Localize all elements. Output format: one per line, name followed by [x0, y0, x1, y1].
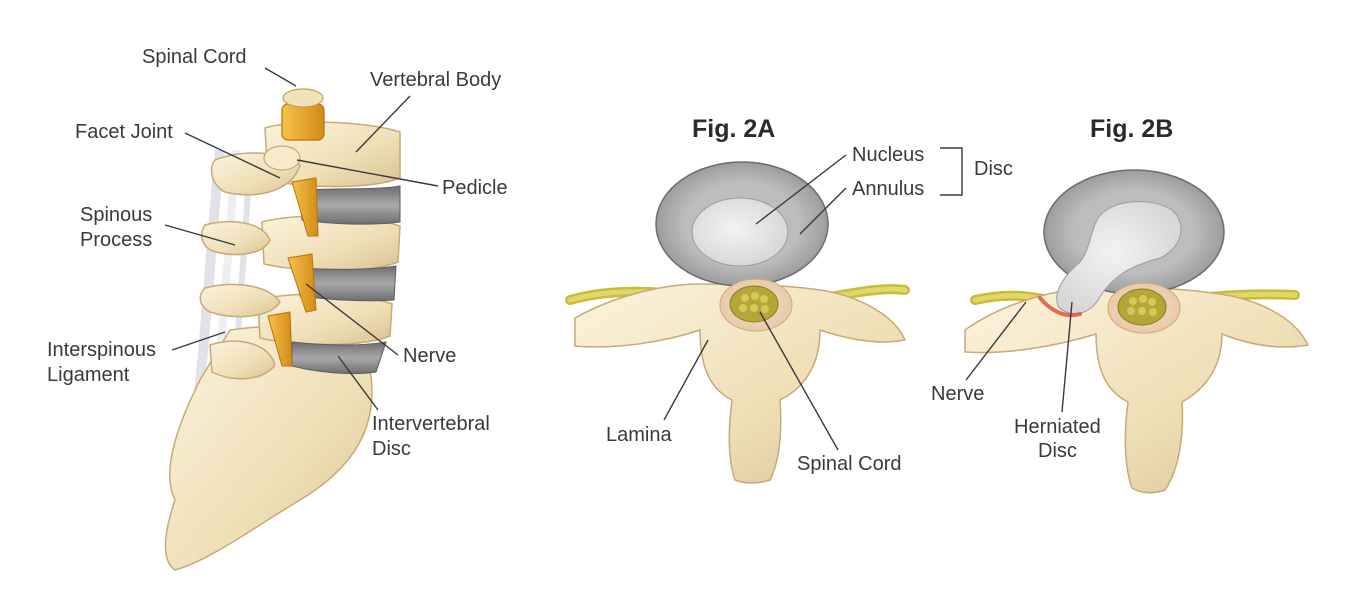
leader-nerve-2b [965, 301, 1027, 381]
label-lamina: Lamina [606, 424, 672, 446]
label-spinal-cord-2a: Spinal Cord [797, 453, 902, 475]
label-pedicle: Pedicle [442, 177, 508, 199]
leader-intervertebral-disc [337, 355, 379, 411]
leader-nucleus [755, 154, 847, 225]
posterior-elements [199, 152, 301, 380]
disc-bracket [940, 147, 963, 196]
label-herniated-disc-line1: Herniated [1014, 416, 1101, 438]
leader-interspinous-ligament [171, 331, 226, 351]
fig-2b-illustration [964, 169, 1310, 494]
fig-2b-herniation-irritation [1038, 296, 1082, 318]
label-nerve: Nerve [403, 345, 456, 367]
leader-lamina [663, 339, 709, 421]
fig-2a-nucleus [691, 197, 789, 267]
fig-2a-labels: Fig. 2A Nucleus Annulus Disc Lamina Spin… [606, 115, 1013, 475]
label-disc: Disc [974, 158, 1013, 180]
label-annulus: Annulus [852, 178, 924, 200]
label-nerve-2b: Nerve [931, 383, 984, 405]
label-interspinous-ligament-line2: Ligament [47, 364, 130, 386]
nerve-roots [267, 177, 319, 367]
leader-facet-joint [184, 132, 281, 179]
label-spinal-cord: Spinal Cord [142, 46, 247, 68]
leader-spinal-cord-2a [759, 311, 839, 451]
leader-spinous-process [164, 224, 236, 246]
label-spinous-process-line1: Spinous [80, 204, 152, 226]
label-herniated-disc-line2: Disc [1038, 440, 1077, 462]
leader-nerve [305, 283, 399, 356]
fig-2a-illustration [565, 161, 910, 484]
label-spinous-process-line2: Process [80, 229, 152, 251]
label-facet-joint: Facet Joint [75, 121, 173, 143]
label-nucleus: Nucleus [852, 144, 924, 166]
fig-2b-labels: Fig. 2B Nerve Herniated Disc [931, 115, 1173, 462]
left-diagram-labels: Spinal Cord Vertebral Body Facet Joint P… [47, 46, 508, 460]
lumbar-spine-illustration [164, 88, 401, 571]
label-intervertebral-disc-line1: Intervertebral [372, 413, 490, 435]
label-vertebral-body: Vertebral Body [370, 69, 501, 91]
fig-2b-title: Fig. 2B [1090, 115, 1173, 143]
label-intervertebral-disc-line2: Disc [372, 438, 411, 460]
leader-vertebral-body [355, 95, 411, 153]
fig-2b-herniated-nucleus [1056, 201, 1182, 315]
leader-herniated-disc [1061, 301, 1073, 413]
spinal-cord-top [281, 88, 325, 141]
leader-annulus [799, 187, 847, 235]
leader-pedicle [296, 159, 439, 187]
facet-joint-shape [263, 145, 301, 171]
fig-2a-title: Fig. 2A [692, 115, 775, 143]
leader-spinal-cord [264, 67, 297, 87]
label-interspinous-ligament-line1: Interspinous [47, 339, 156, 361]
